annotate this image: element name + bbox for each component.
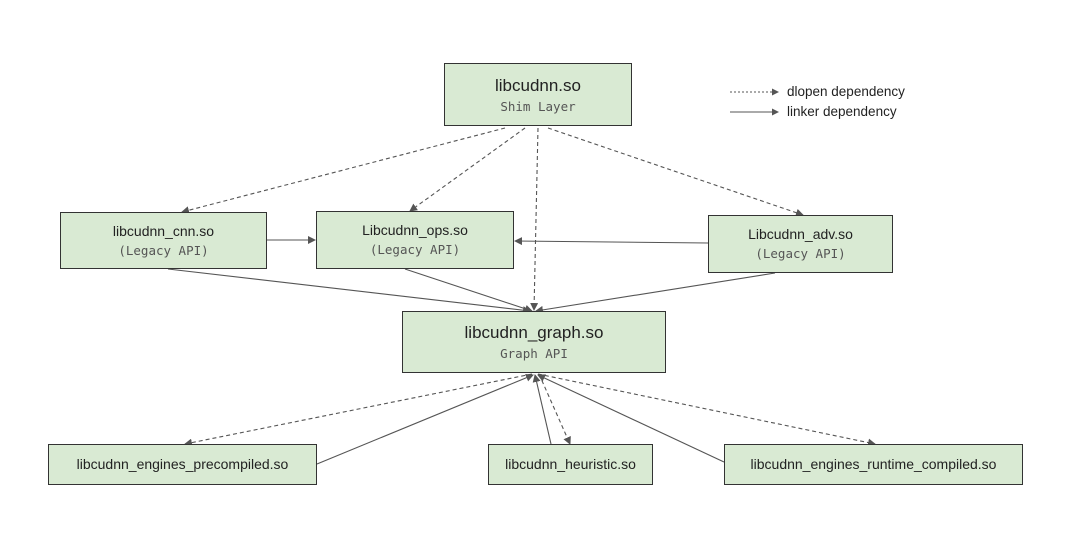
node-runtime-title: libcudnn_engines_runtime_compiled.so (750, 456, 997, 472)
node-heuristic-title: libcudnn_heuristic.so (505, 456, 636, 472)
node-adv[interactable]: Libcudnn_adv.so (Legacy API) (708, 215, 893, 273)
node-adv-subtitle: (Legacy API) (755, 246, 846, 261)
node-graph[interactable]: libcudnn_graph.so Graph API (402, 311, 666, 373)
edge-runtime-graph (537, 374, 725, 463)
node-shim-title: libcudnn.so (494, 75, 581, 95)
node-cnn-subtitle: (Legacy API) (118, 242, 209, 258)
edge-cnn-graph (167, 268, 531, 315)
edge-graph-precompiled (184, 373, 533, 447)
node-runtime[interactable]: libcudnn_engines_runtime_compiled.so (724, 444, 1023, 485)
legend-linker-label: linker dependency (787, 104, 897, 119)
edges-layer (167, 127, 876, 465)
edge-shim-ops (409, 127, 526, 212)
edge-adv-graph (535, 272, 776, 314)
node-cnn[interactable]: libcudnn_cnn.so (Legacy API) (60, 212, 267, 269)
node-heuristic[interactable]: libcudnn_heuristic.so (488, 444, 653, 485)
node-adv-title: Libcudnn_adv.so (748, 226, 853, 242)
edge-shim-graph (530, 127, 539, 311)
edge-heuristic-graph (532, 374, 552, 445)
edge-shim-cnn (181, 127, 506, 215)
legend-dlopen-label: dlopen dependency (787, 84, 905, 99)
solid-arrow-icon (730, 108, 779, 116)
edge-ops-graph (404, 268, 533, 313)
node-shim-subtitle: Shim Layer (500, 98, 576, 114)
edge-graph-heuristic (538, 373, 571, 445)
edge-graph-runtime (537, 373, 876, 447)
dashed-arrow-icon (730, 88, 779, 96)
edge-adv-ops (514, 237, 709, 246)
node-graph-title: libcudnn_graph.so (464, 323, 604, 342)
node-precompiled[interactable]: libcudnn_engines_precompiled.so (48, 444, 317, 485)
node-ops-subtitle: (Legacy API) (369, 242, 461, 257)
node-graph-subtitle: Graph API (500, 346, 568, 361)
node-shim[interactable]: libcudnn.so Shim Layer (444, 63, 632, 126)
node-precompiled-title: libcudnn_engines_precompiled.so (76, 456, 289, 472)
node-cnn-title: libcudnn_cnn.so (112, 222, 215, 239)
edge-shim-adv (547, 127, 804, 217)
node-ops[interactable]: Libcudnn_ops.so (Legacy API) (316, 211, 514, 269)
edge-precompiled-graph (316, 373, 534, 465)
node-ops-title: Libcudnn_ops.so (362, 222, 468, 238)
